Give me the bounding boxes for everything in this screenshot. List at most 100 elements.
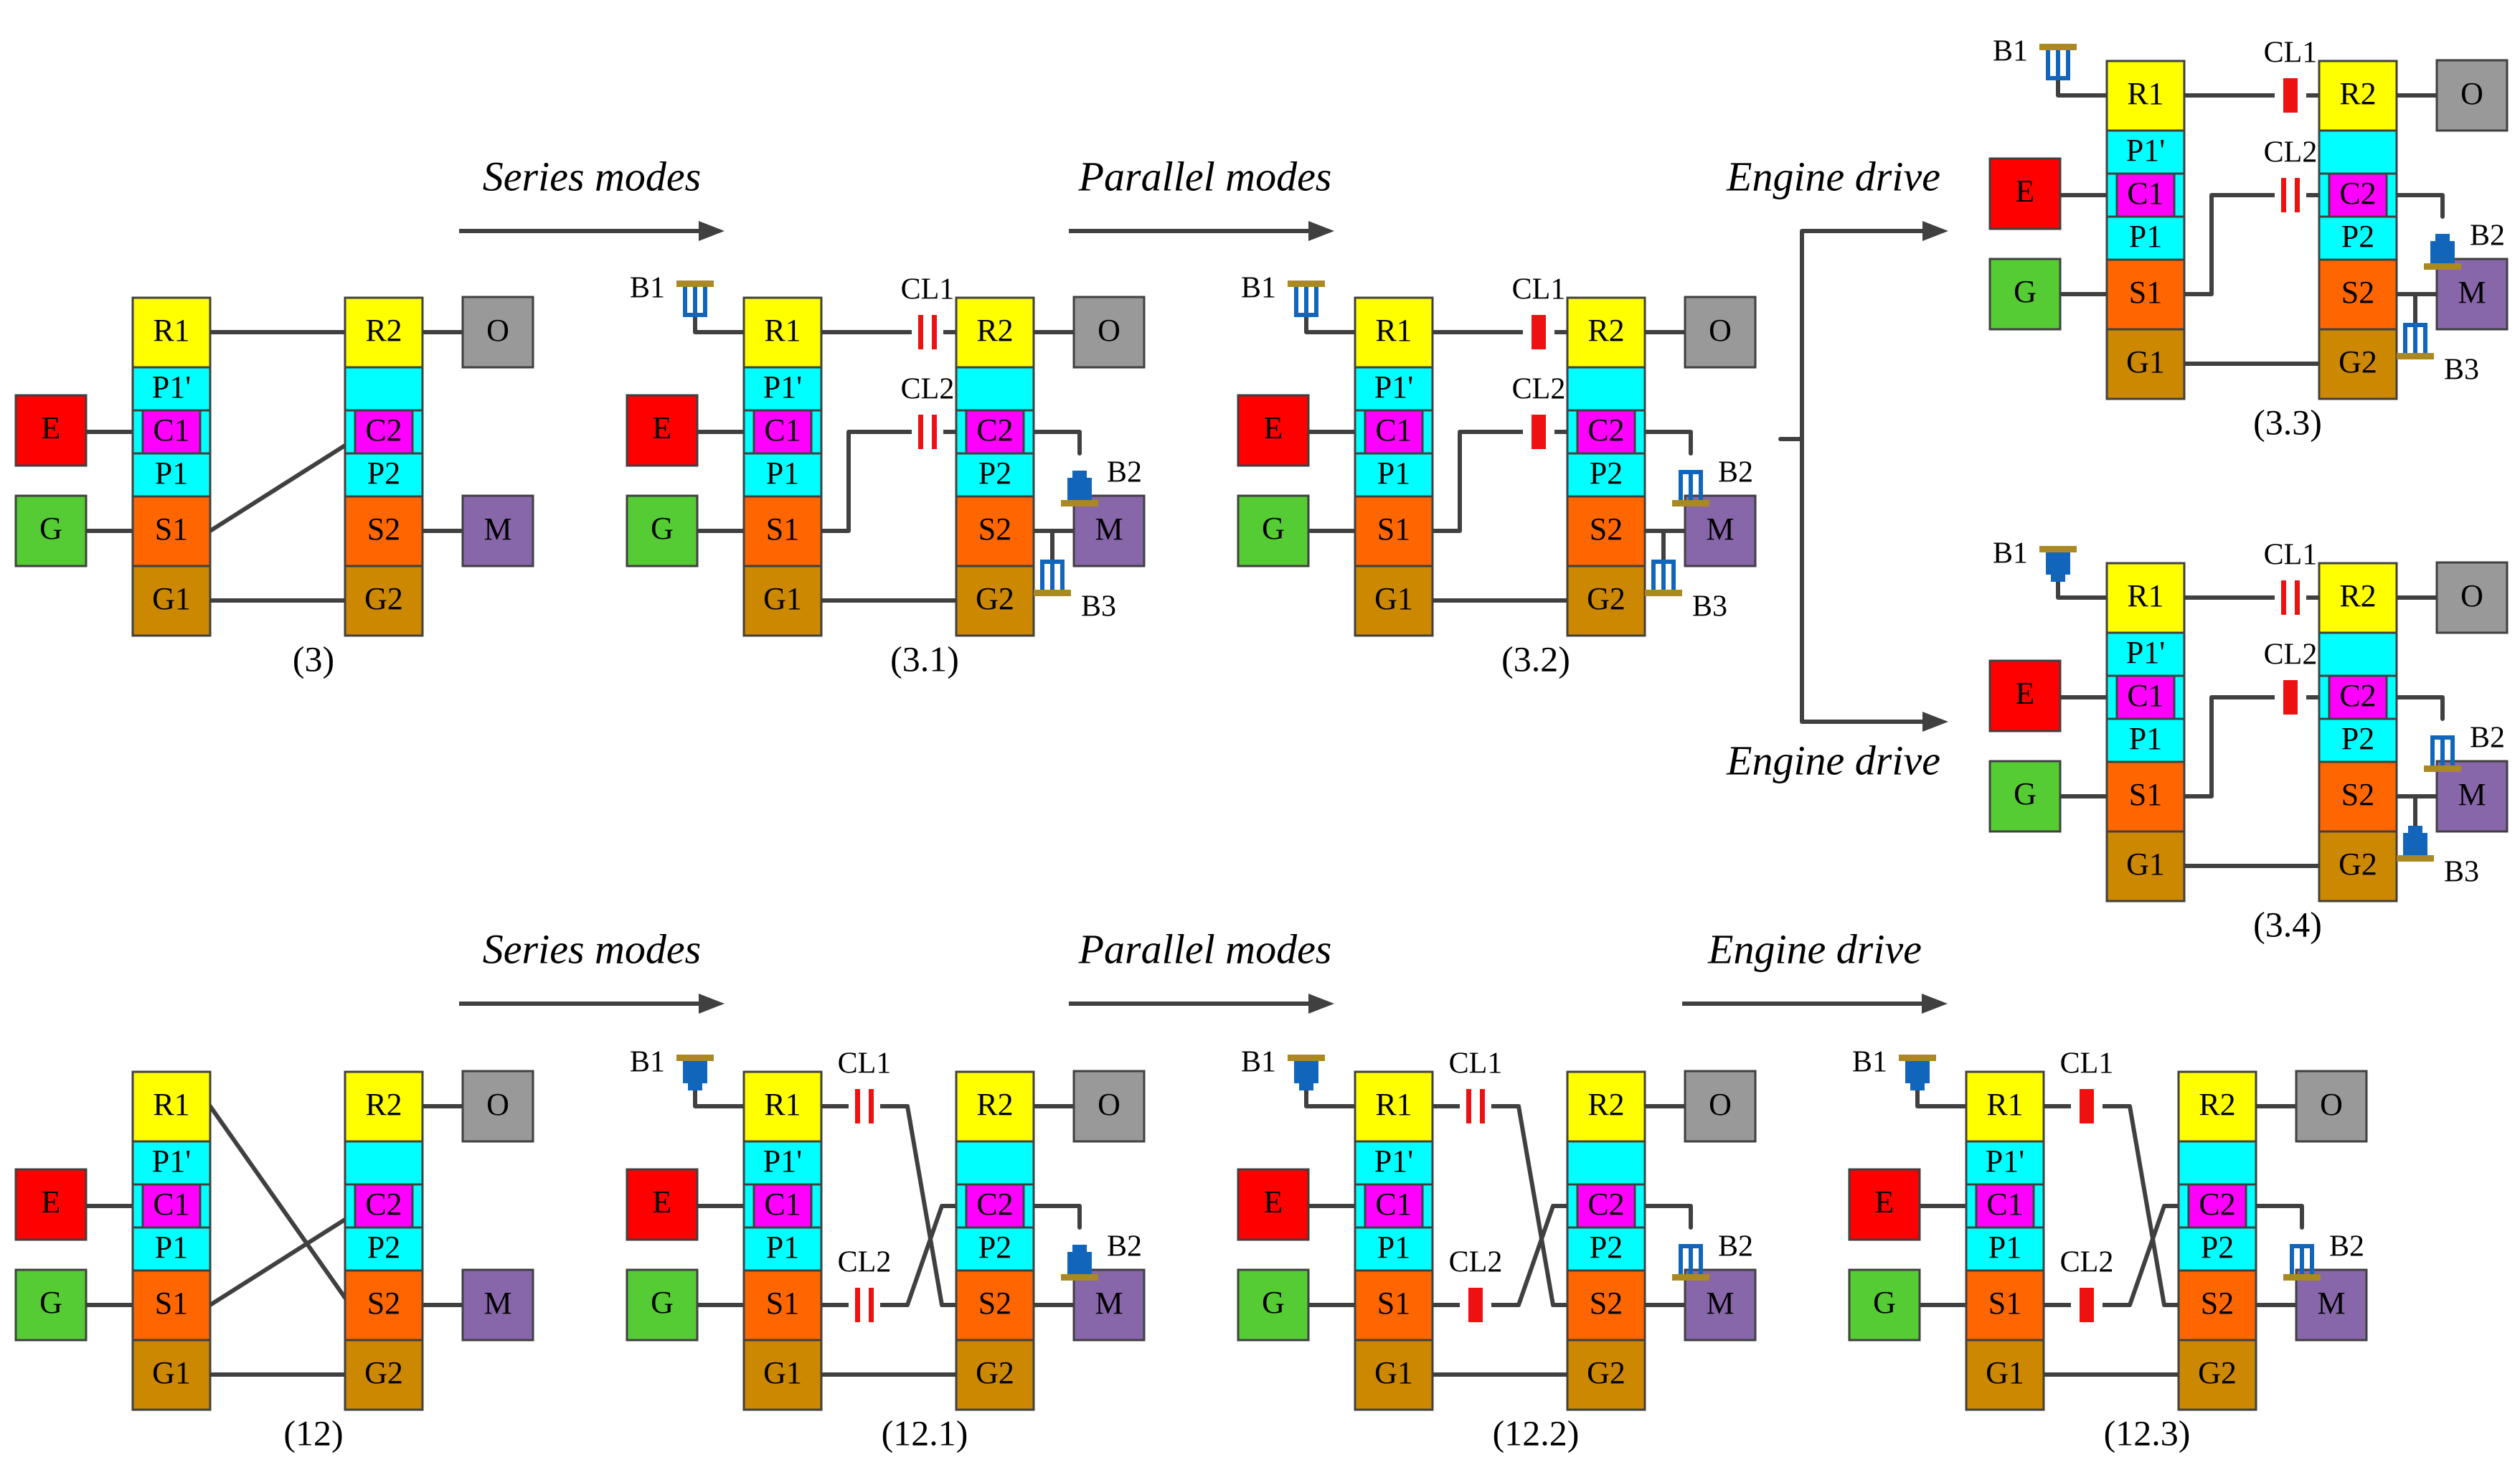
output-block: [2435, 561, 2509, 634]
output-block: [461, 1070, 534, 1143]
generator-block: [1988, 760, 2062, 833]
column-2-gear: [1566, 1339, 1646, 1411]
engine-box: E: [1237, 1168, 1310, 1241]
column-1-planet-top: [1354, 1140, 1434, 1186]
column-1-carrier: [141, 409, 202, 455]
clutch-cl2: [1460, 1288, 1491, 1322]
label-c2: C2: [1587, 413, 1624, 448]
column-1-ring: [2105, 562, 2186, 634]
column-1-ring: [1354, 1070, 1434, 1143]
label-p1: P1: [766, 1230, 799, 1265]
column-2-planet-low: [344, 452, 424, 498]
label-r2: R2: [1587, 1087, 1624, 1122]
branch-bottom-head: [1922, 712, 1948, 732]
label-p1: P1: [1988, 1230, 2021, 1265]
clutch-cl1-plate-b: [2295, 580, 2300, 615]
column-1-sun: [131, 495, 212, 567]
motor-block: [2435, 258, 2509, 331]
label-cl1: CL1: [901, 273, 955, 306]
panel-d121: R1P1'C1P1S1G1R2C2P2S2G2EGOMCL1CL2B1B2(12…: [626, 1046, 1146, 1453]
output-box: O: [1684, 1070, 1757, 1143]
generator-block: [14, 1268, 88, 1342]
label-r1: R1: [764, 1087, 801, 1122]
motor-block: [2435, 760, 2509, 833]
generator-block: [14, 494, 88, 567]
generator-box: G: [1237, 1268, 1310, 1342]
label-o: O: [486, 1087, 509, 1122]
brake-b1-pad: [683, 1061, 707, 1090]
label-m: M: [2458, 275, 2486, 310]
label-b1: B1: [1993, 537, 2028, 570]
clutch-cl1-gap: [2275, 589, 2306, 606]
label-g2: G2: [364, 1355, 403, 1390]
label-g1: G1: [152, 1355, 191, 1390]
label-p2: P2: [2341, 721, 2374, 756]
column-1-carrier: [752, 1183, 813, 1229]
clutch-cl1: [2275, 78, 2306, 113]
column-2-planet-top: [2177, 1140, 2257, 1186]
label-g1: G1: [763, 1355, 802, 1390]
label-g1: G1: [152, 581, 191, 616]
label-g: G: [39, 511, 62, 546]
column-2-sun: [955, 1269, 1035, 1342]
column-2-sun: [955, 495, 1035, 567]
label-s1: S1: [766, 1286, 799, 1321]
label-r1: R1: [1986, 1087, 2023, 1122]
wire-b2: [2384, 695, 2445, 721]
column-1-planet-top: [131, 1140, 212, 1186]
brake-b2-pad: [1067, 1245, 1092, 1274]
output-block: [461, 296, 534, 369]
clutch-cl2-gap: [912, 423, 943, 440]
motor-box: M: [1072, 1268, 1146, 1342]
column-1-gear: [742, 1339, 823, 1411]
label-s1: S1: [1988, 1286, 2021, 1321]
arrow-series-top-label: Series modes: [483, 153, 701, 199]
clutch-cl2: [912, 415, 943, 449]
clutch-cl2-solid: [2080, 1288, 2094, 1322]
label-p1-prime: P1': [1374, 369, 1413, 405]
column-2-ring: [2318, 60, 2398, 132]
column-1-carrier: [2115, 674, 2176, 720]
wire-s1-c2: [1430, 430, 1580, 533]
output-box: O: [2295, 1070, 2368, 1143]
brake-b1-pad: [1294, 1061, 1318, 1090]
label-s1: S1: [155, 512, 188, 547]
clutch-cl1-plate-b: [932, 315, 937, 349]
clutch-cl2-plate-b: [869, 1288, 874, 1322]
column-2-planet-top: [1566, 1140, 1646, 1186]
wire-s1-c2: [2182, 193, 2331, 296]
brake-b2-base: [2283, 1274, 2321, 1281]
brake-b1-base: [676, 281, 714, 287]
column-1-planet-low: [1354, 452, 1434, 498]
column-2-carrier: [354, 409, 414, 455]
label-o: O: [1709, 1087, 1732, 1122]
generator-block: [1237, 1268, 1310, 1342]
column-1-ring: [1965, 1070, 2045, 1143]
brake-b2-base: [1061, 500, 1098, 506]
label-c2: C2: [976, 1187, 1013, 1222]
label-c2: C2: [2199, 1187, 2235, 1222]
label-g2: G2: [976, 1355, 1014, 1390]
clutch-cl1-plate-b: [1480, 1089, 1485, 1123]
label-s2: S2: [978, 1286, 1011, 1321]
clutch-cl2-solid: [1532, 415, 1546, 449]
label-c1: C1: [2127, 176, 2163, 211]
column-1-sun: [1965, 1269, 2045, 1342]
label-p1: P1: [2129, 721, 2162, 756]
brake-b2-base: [2424, 263, 2461, 270]
column-2-gear: [2177, 1339, 2257, 1411]
column-1-sun: [1354, 1269, 1434, 1342]
label-r2: R2: [365, 1087, 402, 1122]
label-g1: G1: [763, 581, 802, 616]
panel-d123: R1P1'C1P1S1G1R2C2P2S2G2EGOMCL1CL2B1B2(12…: [1848, 1046, 2368, 1453]
generator-box: G: [1988, 760, 2062, 833]
engine-block: [1237, 394, 1310, 467]
label-e: E: [1264, 1184, 1283, 1220]
generator-box: G: [1237, 494, 1310, 567]
arrow-series-bottom-head: [699, 994, 725, 1014]
label-r1: R1: [2127, 578, 2163, 613]
clutch-cl1: [849, 1089, 880, 1123]
label-cl1: CL1: [2060, 1047, 2114, 1080]
